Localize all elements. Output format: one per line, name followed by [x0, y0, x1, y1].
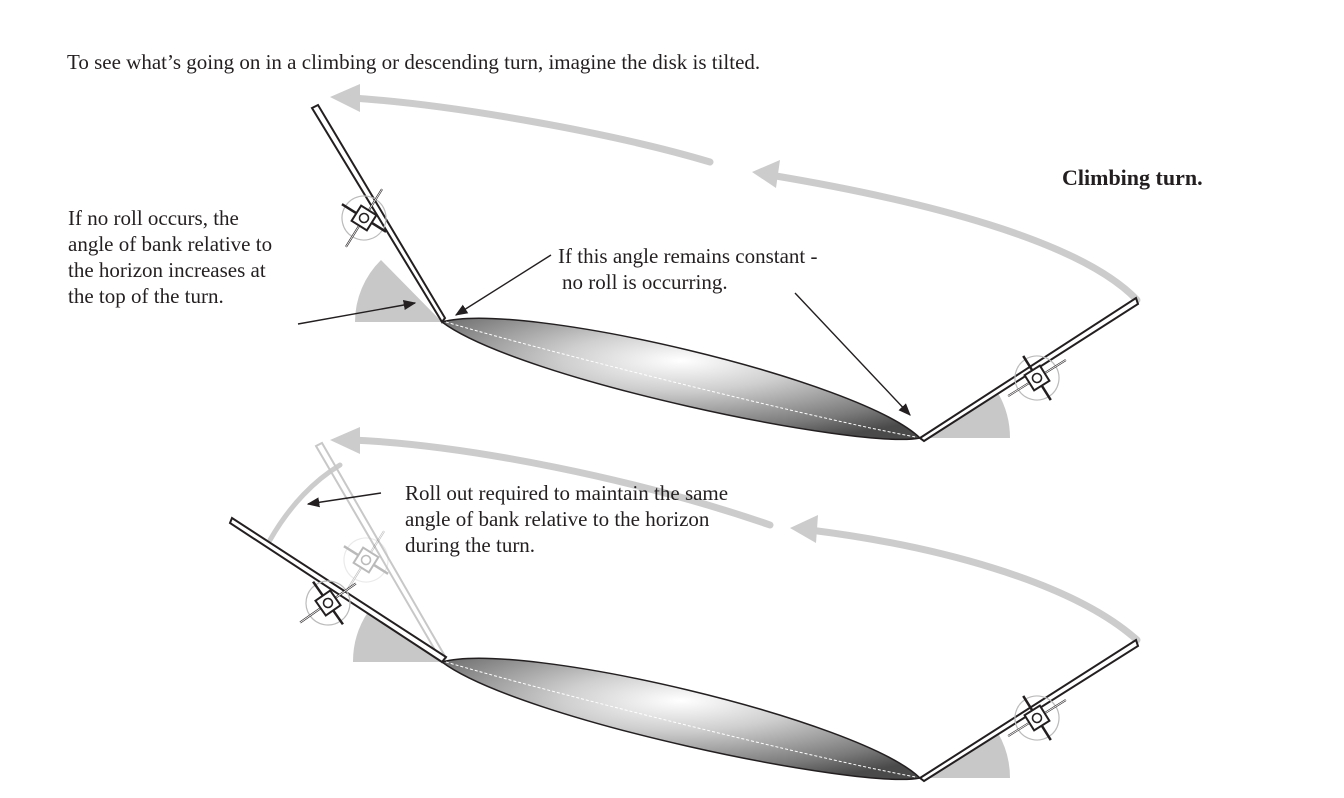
turn-path-arrow [348, 436, 774, 529]
wing-right [918, 638, 1140, 783]
tilted-disk [440, 317, 922, 441]
diagram-title: Climbing turn. [1062, 165, 1203, 190]
pointer-arrow-rollout [306, 492, 382, 508]
pointer-arrow-left [297, 300, 417, 325]
bank-angle-wedge-left [352, 612, 442, 662]
note-no-roll: If no roll occurs, the angle of bank rel… [68, 205, 272, 309]
note-roll-out: Roll out required to maintain the same a… [405, 480, 728, 558]
intro-text: To see what’s going on in a climbing or … [67, 50, 761, 74]
turn-path-arrowhead [330, 427, 360, 454]
turn-path-arrowhead [790, 515, 818, 543]
roll-out-arc [267, 462, 343, 543]
turn-path-arrow [348, 94, 714, 166]
note-line: Roll out required to maintain the same [405, 481, 729, 505]
note-line: If no roll occurs, the [68, 206, 239, 230]
wing-left [228, 516, 448, 664]
top-diagram [297, 84, 1141, 443]
note-line: no roll is occurring. [562, 270, 728, 294]
turn-path-arrowhead [330, 84, 360, 112]
tilted-disk [440, 657, 922, 781]
wing-left [310, 103, 447, 324]
pointer-arrow-angle [454, 254, 552, 316]
turn-path-arrow [766, 171, 1141, 304]
turn-path-arrow [806, 526, 1141, 644]
note-line: angle of bank relative to the horizon [405, 507, 710, 531]
note-line: during the turn. [405, 533, 536, 557]
pointer-arrow-right [794, 292, 911, 416]
note-constant-angle: If this angle remains constant - no roll… [558, 243, 818, 295]
bank-angle-wedge-left [355, 260, 442, 322]
bottom-diagram [228, 427, 1141, 783]
note-line: angle of bank relative to [68, 232, 273, 256]
note-line: the horizon increases at [68, 258, 266, 282]
wing-right [918, 296, 1140, 443]
note-line: If this angle remains constant - [558, 244, 818, 268]
turn-path-arrowhead [752, 160, 780, 188]
note-line: the top of the turn. [68, 284, 224, 308]
